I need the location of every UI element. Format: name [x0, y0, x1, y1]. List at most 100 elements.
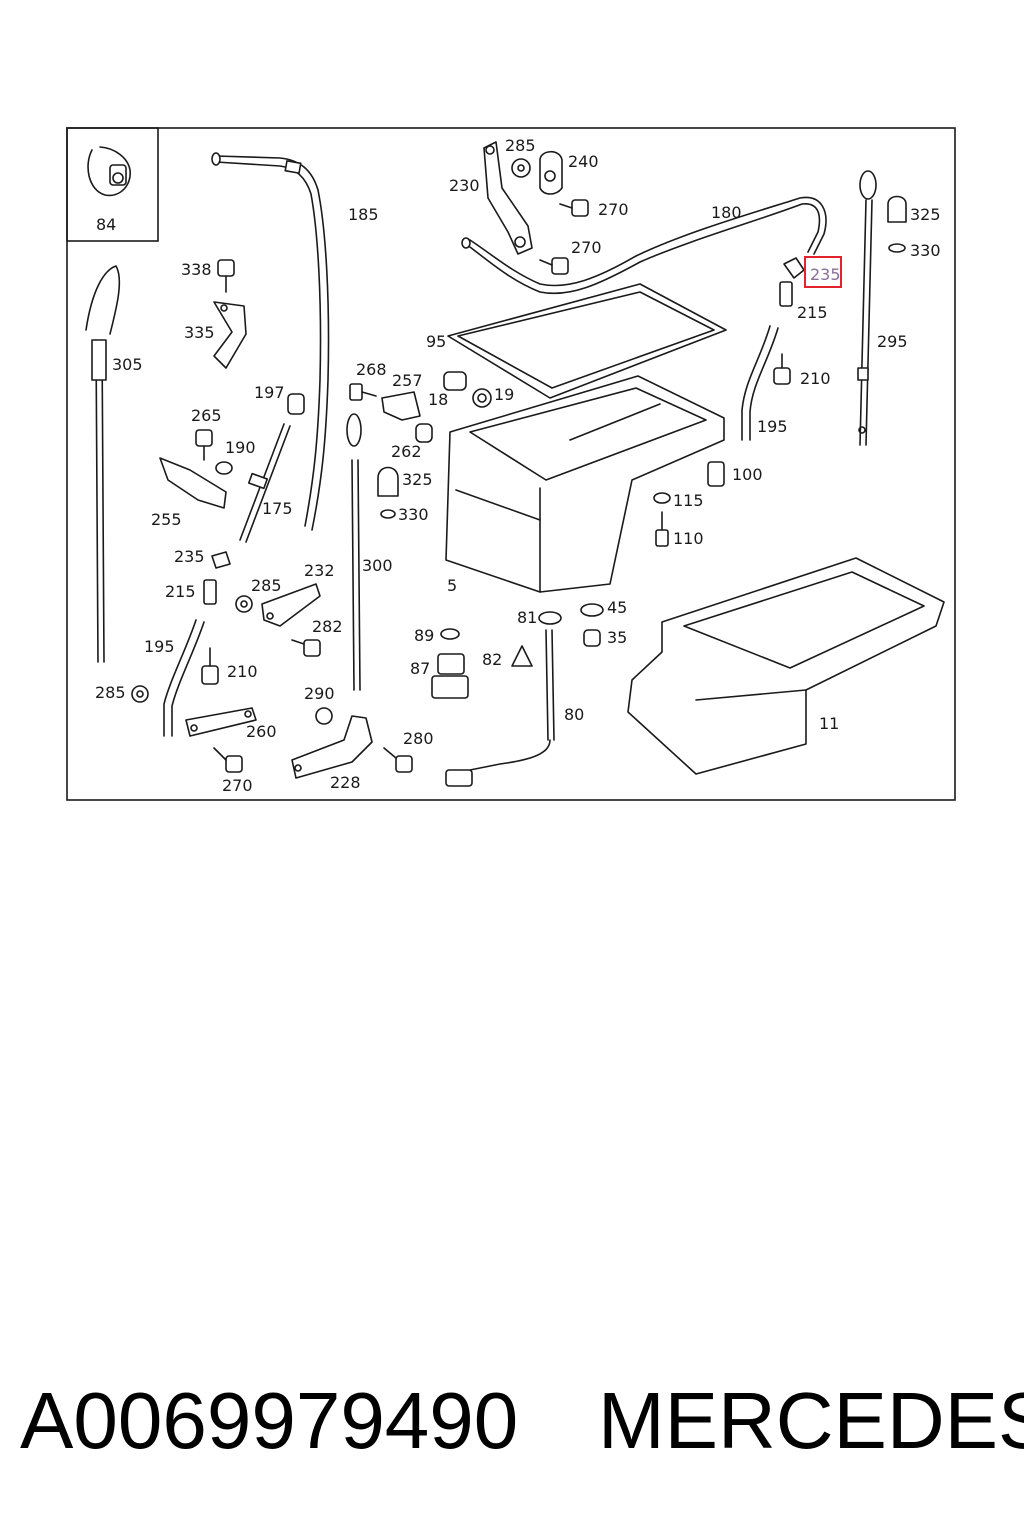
- label-100: 100: [732, 465, 763, 484]
- label-35: 35: [607, 628, 627, 647]
- part-195-tube-top[interactable]: [741, 325, 779, 441]
- part-290-nut[interactable]: [315, 707, 333, 725]
- label-270c: 270: [222, 776, 253, 795]
- part-270-bolt-a[interactable]: [559, 199, 589, 217]
- label-5: 5: [447, 576, 457, 595]
- part-268-bolt[interactable]: [349, 383, 377, 401]
- part-325-cap-top[interactable]: [887, 195, 907, 223]
- label-325a: 325: [910, 205, 941, 224]
- part-240-clip[interactable]: [539, 150, 563, 195]
- part-285-washer-left[interactable]: [131, 685, 149, 703]
- part-18-plug[interactable]: [443, 371, 467, 391]
- label-240: 240: [568, 152, 599, 171]
- label-255: 255: [151, 510, 182, 529]
- label-305: 305: [112, 355, 143, 374]
- label-280: 280: [403, 729, 434, 748]
- label-270a: 270: [598, 200, 629, 219]
- part-235-clip-top[interactable]: [783, 256, 842, 288]
- part-257-clip[interactable]: [381, 391, 421, 421]
- part-325-cap-mid[interactable]: [377, 466, 399, 497]
- part-95-gasket[interactable]: [447, 283, 727, 399]
- label-235a: 235: [810, 265, 841, 284]
- part-80-sensor[interactable]: [445, 629, 555, 787]
- part-210-bolt-left[interactable]: [201, 647, 219, 685]
- part-300-dipstick[interactable]: [346, 413, 362, 691]
- label-338: 338: [181, 260, 212, 279]
- part-262-bush[interactable]: [415, 423, 433, 443]
- label-260: 260: [246, 722, 277, 741]
- part-110-bolt[interactable]: [655, 511, 669, 547]
- label-84: 84: [96, 215, 116, 234]
- part-197-cap[interactable]: [287, 393, 305, 415]
- label-197: 197: [254, 383, 285, 402]
- label-235b: 235: [174, 547, 205, 566]
- part-338-bolt[interactable]: [217, 259, 235, 293]
- label-185: 185: [348, 205, 379, 224]
- label-80: 80: [564, 705, 584, 724]
- part-232-bracket[interactable]: [261, 583, 321, 627]
- part-228-bracket[interactable]: [291, 715, 373, 779]
- label-110: 110: [673, 529, 704, 548]
- label-282: 282: [312, 617, 343, 636]
- label-210a: 210: [800, 369, 831, 388]
- part-285-washer-mid[interactable]: [235, 595, 253, 613]
- label-190: 190: [225, 438, 256, 457]
- part-255-bracket[interactable]: [159, 457, 227, 509]
- part-19-ring[interactable]: [472, 388, 492, 408]
- part-285-washer-top[interactable]: [511, 158, 531, 178]
- part-330-ring-top[interactable]: [888, 243, 906, 253]
- part-210-bolt-top[interactable]: [773, 353, 791, 385]
- label-195a: 195: [757, 417, 788, 436]
- part-215-fitting-top[interactable]: [779, 281, 793, 307]
- label-285c: 285: [95, 683, 126, 702]
- part-230-bracket[interactable]: [483, 141, 533, 255]
- part-185-tube[interactable]: [211, 152, 330, 531]
- part-180-pipe[interactable]: [461, 196, 827, 295]
- part-280-bolt[interactable]: [383, 747, 413, 773]
- label-228: 228: [330, 773, 361, 792]
- label-268: 268: [356, 360, 387, 379]
- label-81: 81: [517, 608, 537, 627]
- label-257: 257: [392, 371, 423, 390]
- part-270-bolt-c[interactable]: [213, 747, 243, 773]
- part-89-ring[interactable]: [440, 628, 460, 640]
- part-335-bracket[interactable]: [213, 301, 247, 369]
- part-35-plug[interactable]: [583, 629, 601, 647]
- part-282-bolt[interactable]: [291, 639, 321, 657]
- part-305-dipstick[interactable]: [85, 265, 121, 663]
- part-81-ring[interactable]: [538, 611, 562, 625]
- part-265-bolt[interactable]: [195, 429, 213, 461]
- label-335: 335: [184, 323, 215, 342]
- label-195b: 195: [144, 637, 175, 656]
- part-45-ring[interactable]: [580, 603, 604, 617]
- part-11-oil-pan-lower[interactable]: [627, 557, 945, 775]
- label-11: 11: [819, 714, 839, 733]
- part-number-text: A0069979490: [20, 1376, 519, 1465]
- label-270b: 270: [571, 238, 602, 257]
- label-325b: 325: [402, 470, 433, 489]
- part-115-washer[interactable]: [653, 492, 671, 504]
- part-260-strap[interactable]: [185, 707, 257, 737]
- part-175-tube[interactable]: [239, 423, 291, 543]
- part-190-grommet[interactable]: [215, 461, 233, 475]
- label-89: 89: [414, 626, 434, 645]
- label-285a: 285: [505, 136, 536, 155]
- part-295-dipstick[interactable]: [857, 170, 877, 446]
- highlight-box: [804, 256, 842, 288]
- part-82-clip[interactable]: [511, 645, 533, 667]
- part-84-clamp[interactable]: [87, 146, 131, 197]
- part-270-bolt-b[interactable]: [539, 257, 569, 275]
- part-5-oil-pan[interactable]: [445, 375, 725, 593]
- label-210b: 210: [227, 662, 258, 681]
- part-195-tube-left[interactable]: [163, 619, 205, 737]
- part-100-plug[interactable]: [707, 461, 725, 487]
- label-290: 290: [304, 684, 335, 703]
- part-87-sensor[interactable]: [431, 653, 469, 699]
- part-215-fitting-left[interactable]: [203, 579, 217, 605]
- label-87: 87: [410, 659, 430, 678]
- label-115: 115: [673, 491, 704, 510]
- part-235-clip-left[interactable]: [211, 551, 231, 569]
- part-330-ring-mid[interactable]: [380, 509, 396, 519]
- label-215b: 215: [165, 582, 196, 601]
